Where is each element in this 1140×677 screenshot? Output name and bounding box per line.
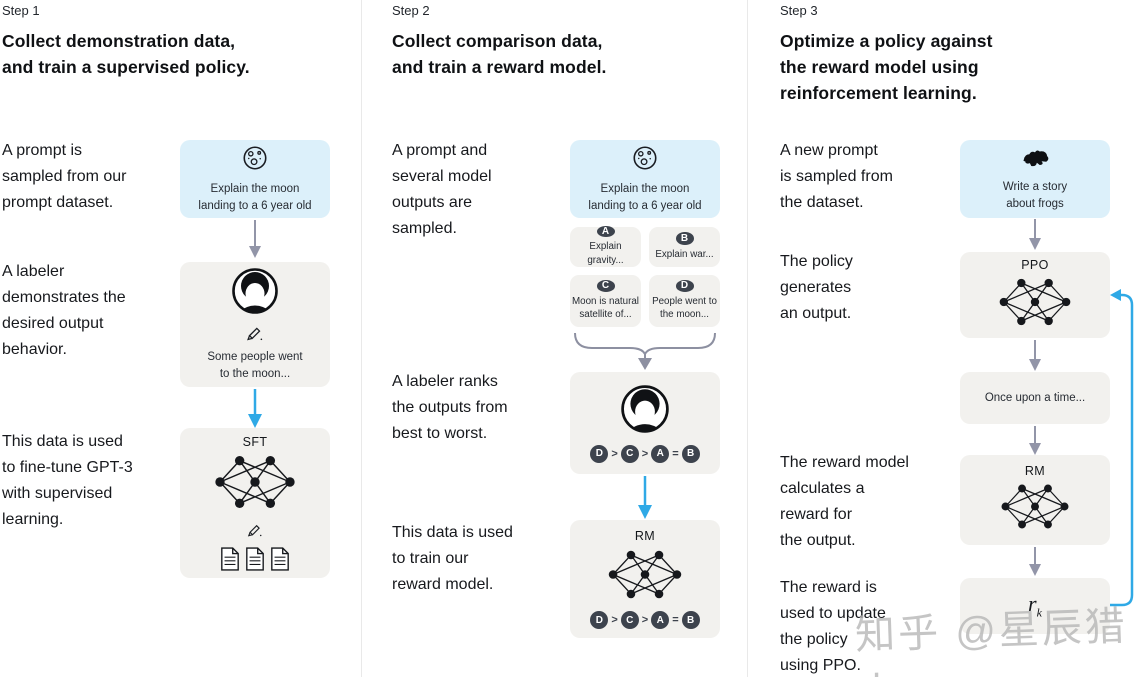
rank-badge: D [590,611,609,629]
output-letter-badge: A [596,226,615,238]
step-1-paragraph: A prompt is sampled from our prompt data… [2,142,127,211]
output-box-a: A Explain gravity... [570,226,641,267]
output-box-d: D People went to the moon... [649,275,720,327]
output-caption: People went to the moon... [652,295,717,321]
prompt-box: Write a story about frogs [960,140,1110,218]
rank-separator: = [672,447,679,460]
labeler-demo-box: Some people went to the moon... [180,262,330,387]
output-caption: Moon is natural satellite of... [572,295,639,321]
policy-output-box: Once upon a time... [960,372,1110,424]
arrow-down-gray-icon [1029,547,1041,576]
labeler-ranking-box: D > C > A = B [570,372,720,474]
prompt-box-caption: Explain the moon landing to a 6 year old [588,182,702,212]
rank-badge: B [681,444,700,463]
arrow-down-blue-icon [638,476,652,519]
labeler-avatar-icon [620,384,670,439]
ranking-row: D > C > A = B [590,444,700,463]
rank-badge: C [620,611,639,629]
step-3-paragraph: A new prompt is sampled from the dataset… [780,142,893,211]
ppo-model-box: PPO [960,252,1110,338]
rm-model-box: RM D > C > A [570,520,720,638]
rank-separator: > [611,614,618,626]
ranking-row: D > C > A = B [590,611,700,629]
moon-icon [631,144,659,177]
frog-icon [1020,146,1050,175]
rank-badge: C [620,444,639,463]
prompt-box-caption: Explain the moon landing to a 6 year old [198,182,312,212]
neural-network-icon [212,453,298,516]
ppo-label: PPO [1021,257,1049,272]
merge-brace-arrow-icon [574,332,716,370]
rank-badge: A [651,444,670,463]
rm-model-box: RM [960,455,1110,545]
step-3-title: Optimize a policy against the reward mod… [780,31,993,103]
column-divider [747,0,748,677]
neural-network-icon [999,482,1071,536]
documents-icon [220,547,290,571]
sft-label: SFT [242,435,268,449]
reward-symbol: rk [1028,591,1042,620]
neural-network-icon [606,548,684,606]
rm-label: RM [634,529,656,543]
rank-badge: B [681,611,700,629]
labeler-demo-caption: Some people went to the moon... [207,350,303,380]
prompt-box-caption: Write a story about frogs [1002,180,1068,210]
sft-model-box: SFT [180,428,330,578]
rank-badge: D [590,444,609,463]
arrow-down-gray-icon [249,220,261,258]
step-1-paragraph: This data is used to fine-tune GPT-3 wit… [2,433,133,528]
feedback-loop-arrow-icon [1110,289,1134,607]
rank-separator: > [641,447,649,460]
step-1-label: Step 1 [2,3,40,18]
output-letter-badge: C [596,280,615,292]
output-caption: Explain gravity... [587,241,624,266]
step-2-paragraph: A prompt and several model outputs are s… [392,142,492,237]
step-2-title: Collect comparison data, and train a rew… [392,31,607,77]
rm-label: RM [1024,464,1046,478]
step-3-paragraph: The reward model calculates a reward for… [780,454,909,549]
output-caption: Explain war... [655,249,714,261]
model-outputs-grid: A Explain gravity... B Explain war... C … [570,226,720,327]
arrow-down-gray-icon [1029,340,1041,371]
step-1-paragraph: A labeler demonstrates the desired outpu… [2,263,126,358]
column-divider [361,0,362,677]
rank-separator: > [641,614,649,626]
policy-output-caption: Once upon a time... [984,391,1086,404]
step-1-title: Collect demonstration data, and train a … [2,31,250,77]
pencil-icon [245,322,265,347]
prompt-box: Explain the moon landing to a 6 year old [180,140,330,218]
labeler-avatar-icon [231,267,279,320]
step-3-label: Step 3 [780,3,818,18]
arrow-down-gray-icon [1029,426,1041,455]
reward-box: rk [960,578,1110,634]
step-3-paragraph: The policy generates an output. [780,253,853,322]
pencil-icon [246,520,264,543]
output-box-c: C Moon is natural satellite of... [570,275,641,327]
arrow-down-blue-icon [248,389,262,428]
output-letter-badge: B [675,232,694,246]
rank-separator: = [672,614,679,626]
step-2-paragraph: This data is used to train our reward mo… [392,524,513,593]
step-2-label: Step 2 [392,3,430,18]
rank-separator: > [611,447,618,460]
step-3-paragraph: The reward is used to update the policy … [780,579,886,674]
neural-network-icon [997,276,1073,333]
rank-badge: A [651,611,670,629]
output-letter-badge: D [675,280,694,292]
step-2-paragraph: A labeler ranks the outputs from best to… [392,373,508,442]
moon-icon [241,144,269,177]
prompt-box: Explain the moon landing to a 6 year old [570,140,720,218]
arrow-down-gray-icon [1029,219,1041,250]
output-box-b: B Explain war... [649,227,720,267]
